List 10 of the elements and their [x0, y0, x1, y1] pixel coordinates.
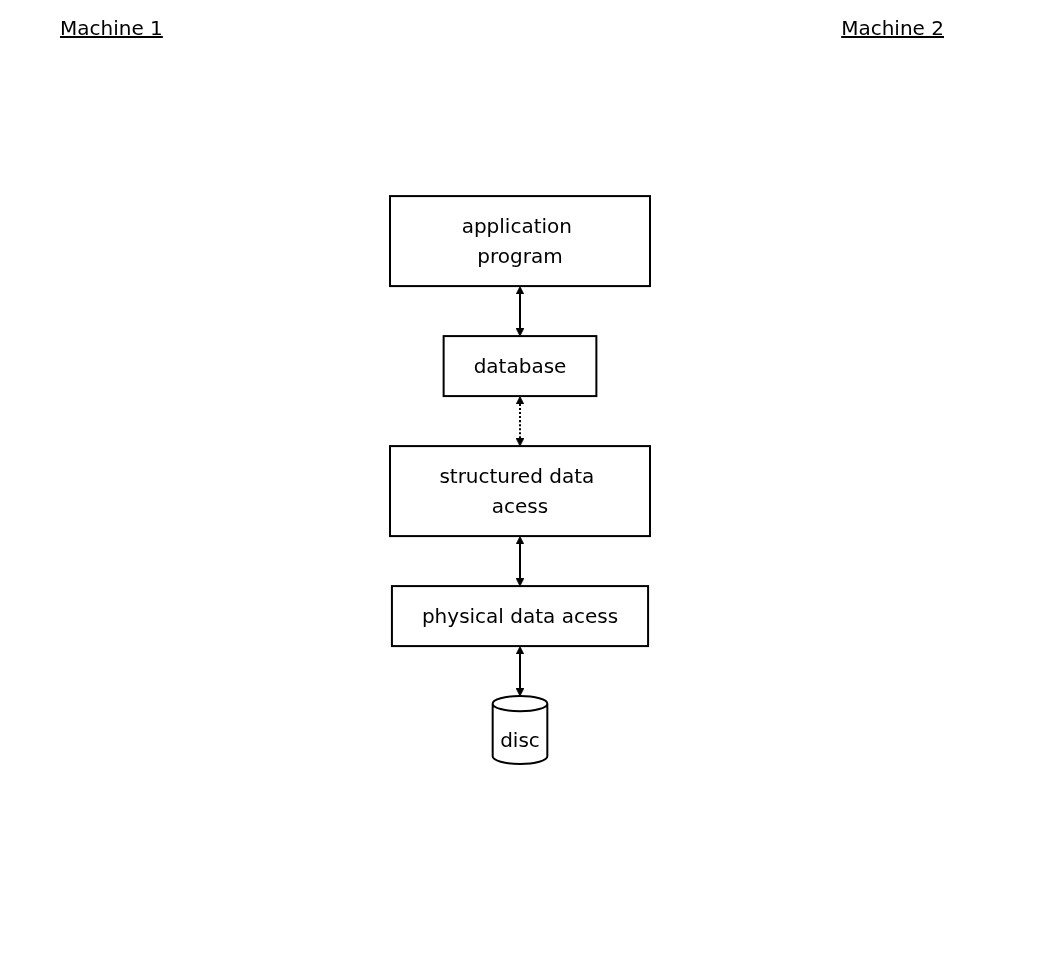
node-box: database [442, 335, 598, 398]
arrow [515, 646, 525, 697]
node-box: structured data acess [389, 445, 651, 538]
machine-heading: Machine 2 [841, 16, 944, 40]
node-box: application program [389, 195, 651, 288]
machine-heading: Machine 1 [60, 16, 163, 40]
arrow [515, 396, 525, 447]
arrow [515, 286, 525, 337]
arrow [515, 536, 525, 587]
node-box: physical data acess [390, 585, 650, 648]
